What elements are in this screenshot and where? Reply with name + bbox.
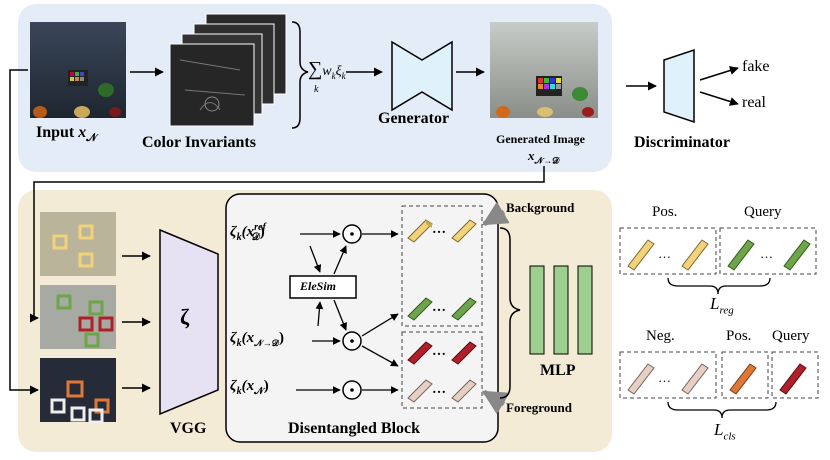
query-label: Query (744, 204, 782, 220)
mlp-bar-2 (553, 265, 569, 355)
odot-3 (342, 380, 362, 400)
reg-query-feat-2 (783, 239, 811, 271)
generated-sym-label: x𝒩→𝒟 (528, 148, 560, 166)
arrow-odot2-down (361, 345, 399, 367)
arrow-to-fake (699, 66, 739, 81)
bg-dots-2: … (432, 300, 446, 315)
arrow-gen-elesim (315, 301, 324, 327)
generated-image (490, 22, 598, 118)
feat-pink-1 (407, 379, 433, 403)
cls-pos-feat (729, 363, 757, 395)
pos2-group (721, 351, 769, 399)
fg-dots-2: … (432, 382, 446, 397)
real-label: real (742, 94, 766, 111)
feat-red-2 (451, 341, 477, 365)
generator-shape (391, 40, 453, 112)
input-image (30, 22, 126, 118)
query2-label: Query (772, 328, 810, 344)
l-cls-label: Lcls (714, 420, 736, 443)
zeta-label: ζ (180, 304, 190, 329)
bg-pointer (481, 201, 510, 227)
arrow-elesim-odot1 (333, 245, 347, 275)
zeta-in-label: ζk(x𝒩) (230, 378, 269, 397)
ref-image (40, 212, 116, 276)
sum-index: k (314, 84, 319, 95)
vgg-label: VGG (170, 420, 207, 437)
feat-red-1 (407, 341, 433, 365)
sum-label: ∑wkξk (308, 58, 346, 81)
reg-query-feat-1 (727, 239, 755, 271)
feat-yellow-2 (451, 219, 477, 243)
fg-feature-group (401, 331, 483, 409)
cls-query-feat (779, 363, 807, 395)
pos-group (619, 227, 717, 275)
invariants-brace (291, 21, 309, 129)
generated-feed-line (29, 166, 545, 323)
feat-green-2 (451, 297, 477, 321)
zeta-gen-label: ζk(x𝒩→𝒟) (230, 330, 284, 349)
cls-dots: … (658, 370, 671, 385)
odot-1 (342, 224, 362, 244)
mlp-brace (499, 227, 521, 399)
pos-label: Pos. (652, 204, 678, 220)
feat-yellow-1 (407, 219, 433, 243)
fg-dots-1: … (432, 344, 446, 359)
cls-neg-feat-2 (681, 363, 709, 395)
odot-2 (342, 331, 362, 351)
reg-pos-feat-1 (627, 239, 655, 271)
query2-group (771, 351, 819, 399)
background-label: Background (506, 200, 575, 215)
mlp-label: MLP (540, 362, 576, 379)
reg-brace (667, 277, 771, 295)
discriminator-label: Discriminator (634, 134, 730, 151)
input-feed-line (9, 69, 39, 395)
bg-dots-1: … (432, 222, 446, 237)
zeta-ref-label: ζk(xref𝒟) (230, 222, 266, 243)
feat-green-1 (407, 297, 433, 321)
vgg-encoder (159, 228, 219, 416)
disentangled-block (225, 193, 499, 443)
arrow-ref-elesim (309, 245, 322, 273)
input-label: Input x𝒩 (36, 124, 97, 145)
discriminator-shape (663, 48, 695, 124)
mlp-bar-3 (577, 265, 593, 355)
l-reg-label: Lreg (710, 294, 734, 317)
top-panel (18, 4, 612, 172)
bg-feature-group (401, 205, 483, 327)
color-invariants-label: Color Invariants (142, 134, 256, 151)
pos2-label: Pos. (726, 328, 752, 344)
input-small-image (40, 358, 116, 424)
fake-label: fake (742, 58, 770, 75)
disentangled-block-label: Disentangled Block (288, 420, 421, 437)
reg-dots-2: … (760, 246, 773, 261)
cls-brace (667, 401, 777, 419)
foreground-label: Foreground (506, 400, 572, 415)
color-invariants-stack (169, 13, 287, 127)
arrow-odot2-up (361, 313, 399, 337)
reg-dots-1: … (658, 246, 671, 261)
generated-small-image (40, 285, 116, 349)
query-group (719, 227, 817, 275)
elesim-label: EleSim (300, 279, 337, 293)
generator-label: Generator (378, 110, 450, 127)
arrow-to-real (699, 91, 739, 106)
cls-neg-feat-1 (627, 363, 655, 395)
feat-pink-2 (451, 379, 477, 403)
elesim-box (289, 275, 357, 299)
fg-pointer (481, 389, 510, 415)
mlp-bar-1 (529, 265, 545, 355)
generated-image-label: Generated Image (496, 132, 585, 146)
reg-pos-feat-2 (681, 239, 709, 271)
neg-group (619, 351, 717, 399)
arrow-elesim-odot2 (333, 299, 348, 331)
neg-label: Neg. (646, 328, 675, 344)
